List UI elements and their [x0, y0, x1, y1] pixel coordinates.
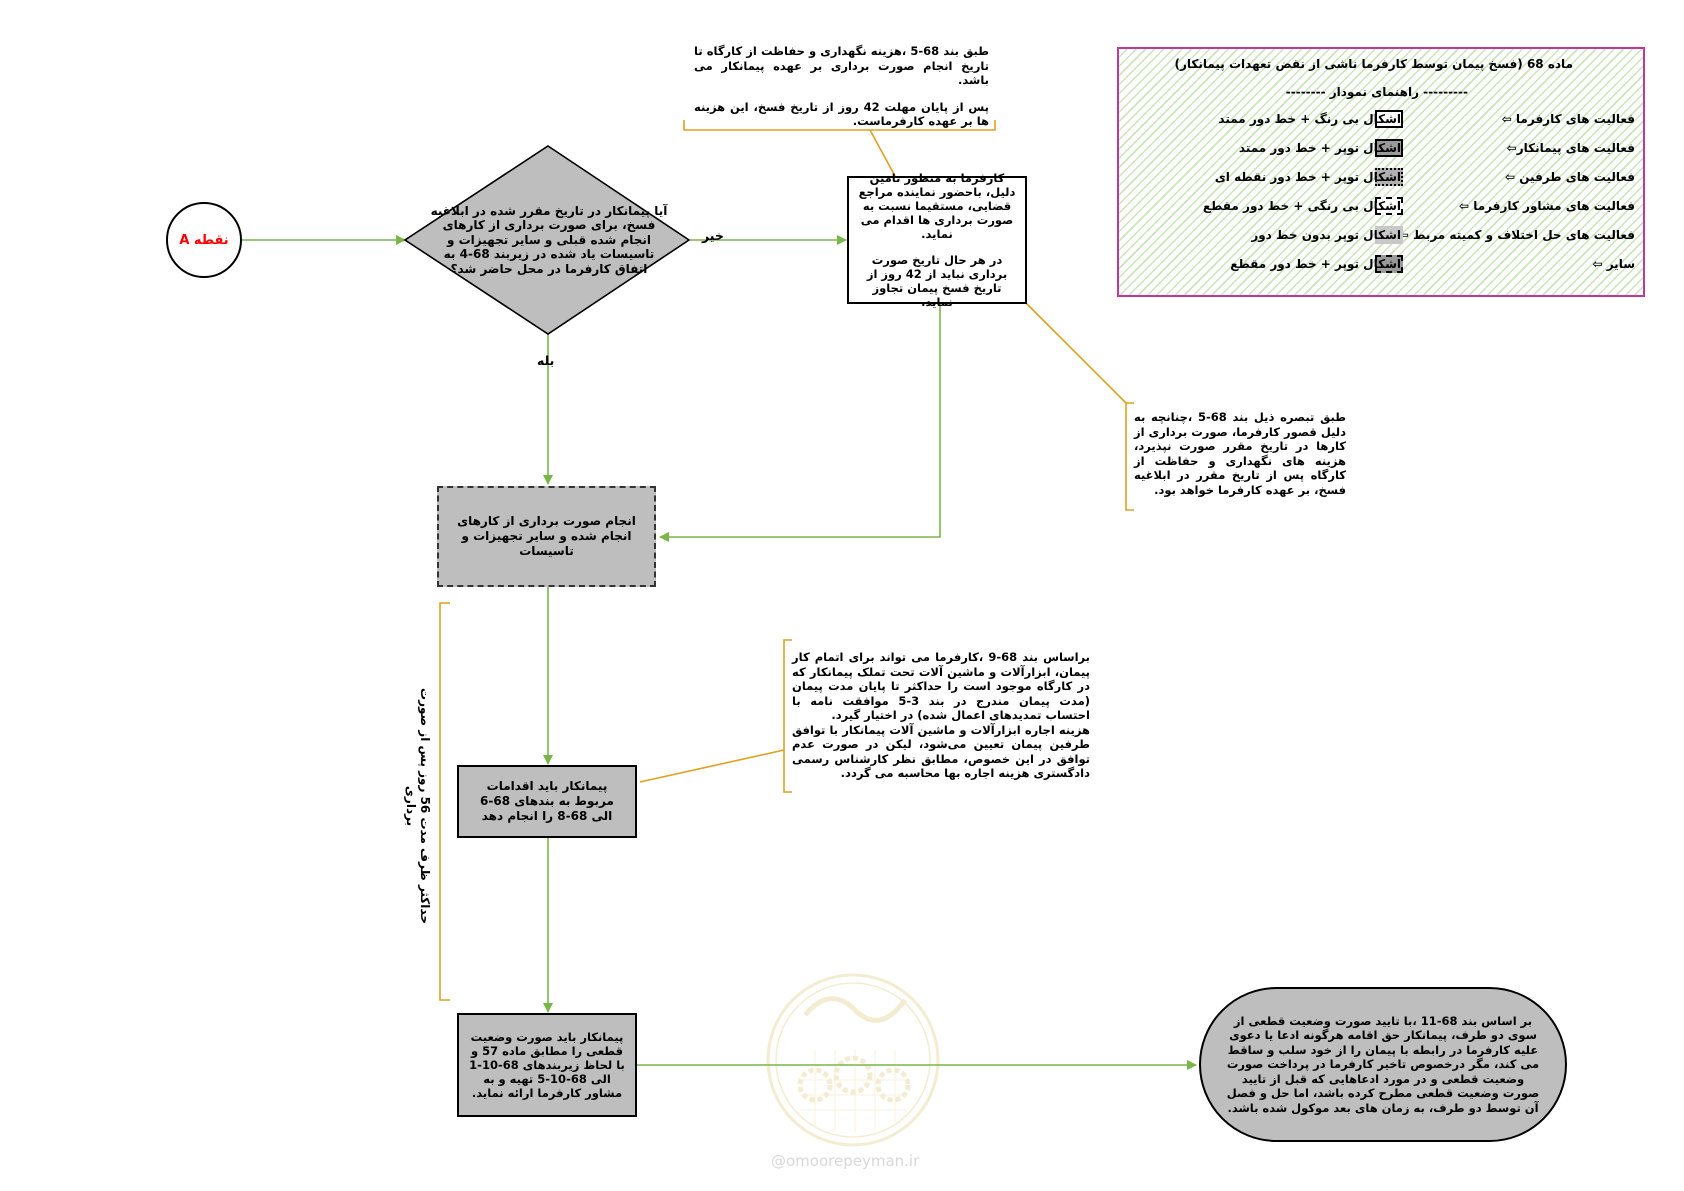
vertical-duration-label: حداکثر ظرف مدت 56 روز پس از صورت برداری — [404, 688, 432, 924]
employer-survey-text-2: در هر حال تاریخ صورت برداری نباید از 42 … — [866, 253, 1008, 309]
legend-swatch-contractor — [1375, 139, 1403, 157]
decision-diamond — [403, 145, 691, 335]
legend-row-employer: فعالیت های کارفرما ⇦ اشکال بی رنگ + خط د… — [1218, 110, 1635, 128]
legend-row-contractor: فعالیت های پیمانکار⇦ اشکال توپر + خط دور… — [1238, 139, 1635, 157]
legend-swatch-employer — [1375, 110, 1403, 128]
legend-row-both-parties: فعالیت های طرفین ⇦ اشکال توپر + خط دور ن… — [1214, 168, 1635, 186]
legend-row-consultant: فعالیت های مشاور کارفرما ⇦ اشکال بی رنگی… — [1202, 197, 1635, 215]
legend-row-dispute: فعالیت های حل اختلاف و کمیته مربط ⇦ اشکا… — [1251, 226, 1635, 244]
survey-box: انجام صورت برداری از کارهای انجام شده و … — [437, 486, 656, 587]
legend-swatch-consultant — [1375, 197, 1403, 215]
decision-text: آیا پیمانکار در تاریخ مقرر شده در ابلاغی… — [430, 203, 668, 276]
employer-survey-text-1: کارفرما به منظور تامین دلیل، باحضور نمای… — [858, 171, 1016, 241]
yes-label: بله — [537, 353, 555, 368]
note-top-p1: طبق بند 68-5 ،هزینه نگهداری و حفاظت از ک… — [694, 44, 989, 87]
contractor-actions-box: پیمانکار باید اقدامات مربوط به بندهای 68… — [457, 765, 637, 838]
legend-subtitle: --------- راهنمای نمودار -------- — [1285, 85, 1468, 99]
watermark-text: @omoorepeyman.ir — [771, 1152, 920, 1170]
no-label: خیر — [702, 228, 724, 243]
employer-survey-box: کارفرما به منظور تامین دلیل، باحضور نمای… — [847, 171, 1027, 309]
start-label: نقطه A — [179, 232, 229, 248]
legend-swatch-dispute — [1375, 226, 1403, 244]
final-statement-box: پیمانکار باید صورت وضعیت قطعی را مطابق م… — [457, 1013, 637, 1117]
legend-swatch-both-parties — [1375, 168, 1403, 186]
note-right: طبق تبصره ذیل بند 68-5 ،چنانچه به دلیل ق… — [1134, 410, 1346, 497]
legend-row-other: سایر ⇦ اشکال توپر + خط دور مقطع — [1230, 255, 1635, 273]
legend-title: ماده 68 (فسخ پیمان توسط کارفرما ناشی از … — [1174, 57, 1573, 71]
note-top: طبق بند 68-5 ،هزینه نگهداری و حفاظت از ک… — [694, 44, 989, 129]
final-outcome-box: بر اساس بند 68-11 ،با تایید صورت وضعیت ق… — [1199, 987, 1567, 1142]
note-mid: براساس بند 68-9 ،کارفرما می تواند برای ا… — [792, 650, 1090, 781]
note-mid-p2: هزینه اجاره ابزارآلات و ماشین آلات پیمان… — [792, 722, 1090, 781]
start-node-a: نقطه A — [166, 202, 242, 278]
note-mid-p1: براساس بند 68-9 ،کارفرما می تواند برای ا… — [792, 650, 1090, 722]
legend-swatch-other — [1375, 255, 1403, 273]
note-top-p2: پس از پایان مهلت 42 روز از تاریخ فسخ، ای… — [694, 99, 989, 129]
legend-panel: ماده 68 (فسخ پیمان توسط کارفرما ناشی از … — [1117, 47, 1645, 297]
watermark-logo-icon — [766, 973, 940, 1147]
